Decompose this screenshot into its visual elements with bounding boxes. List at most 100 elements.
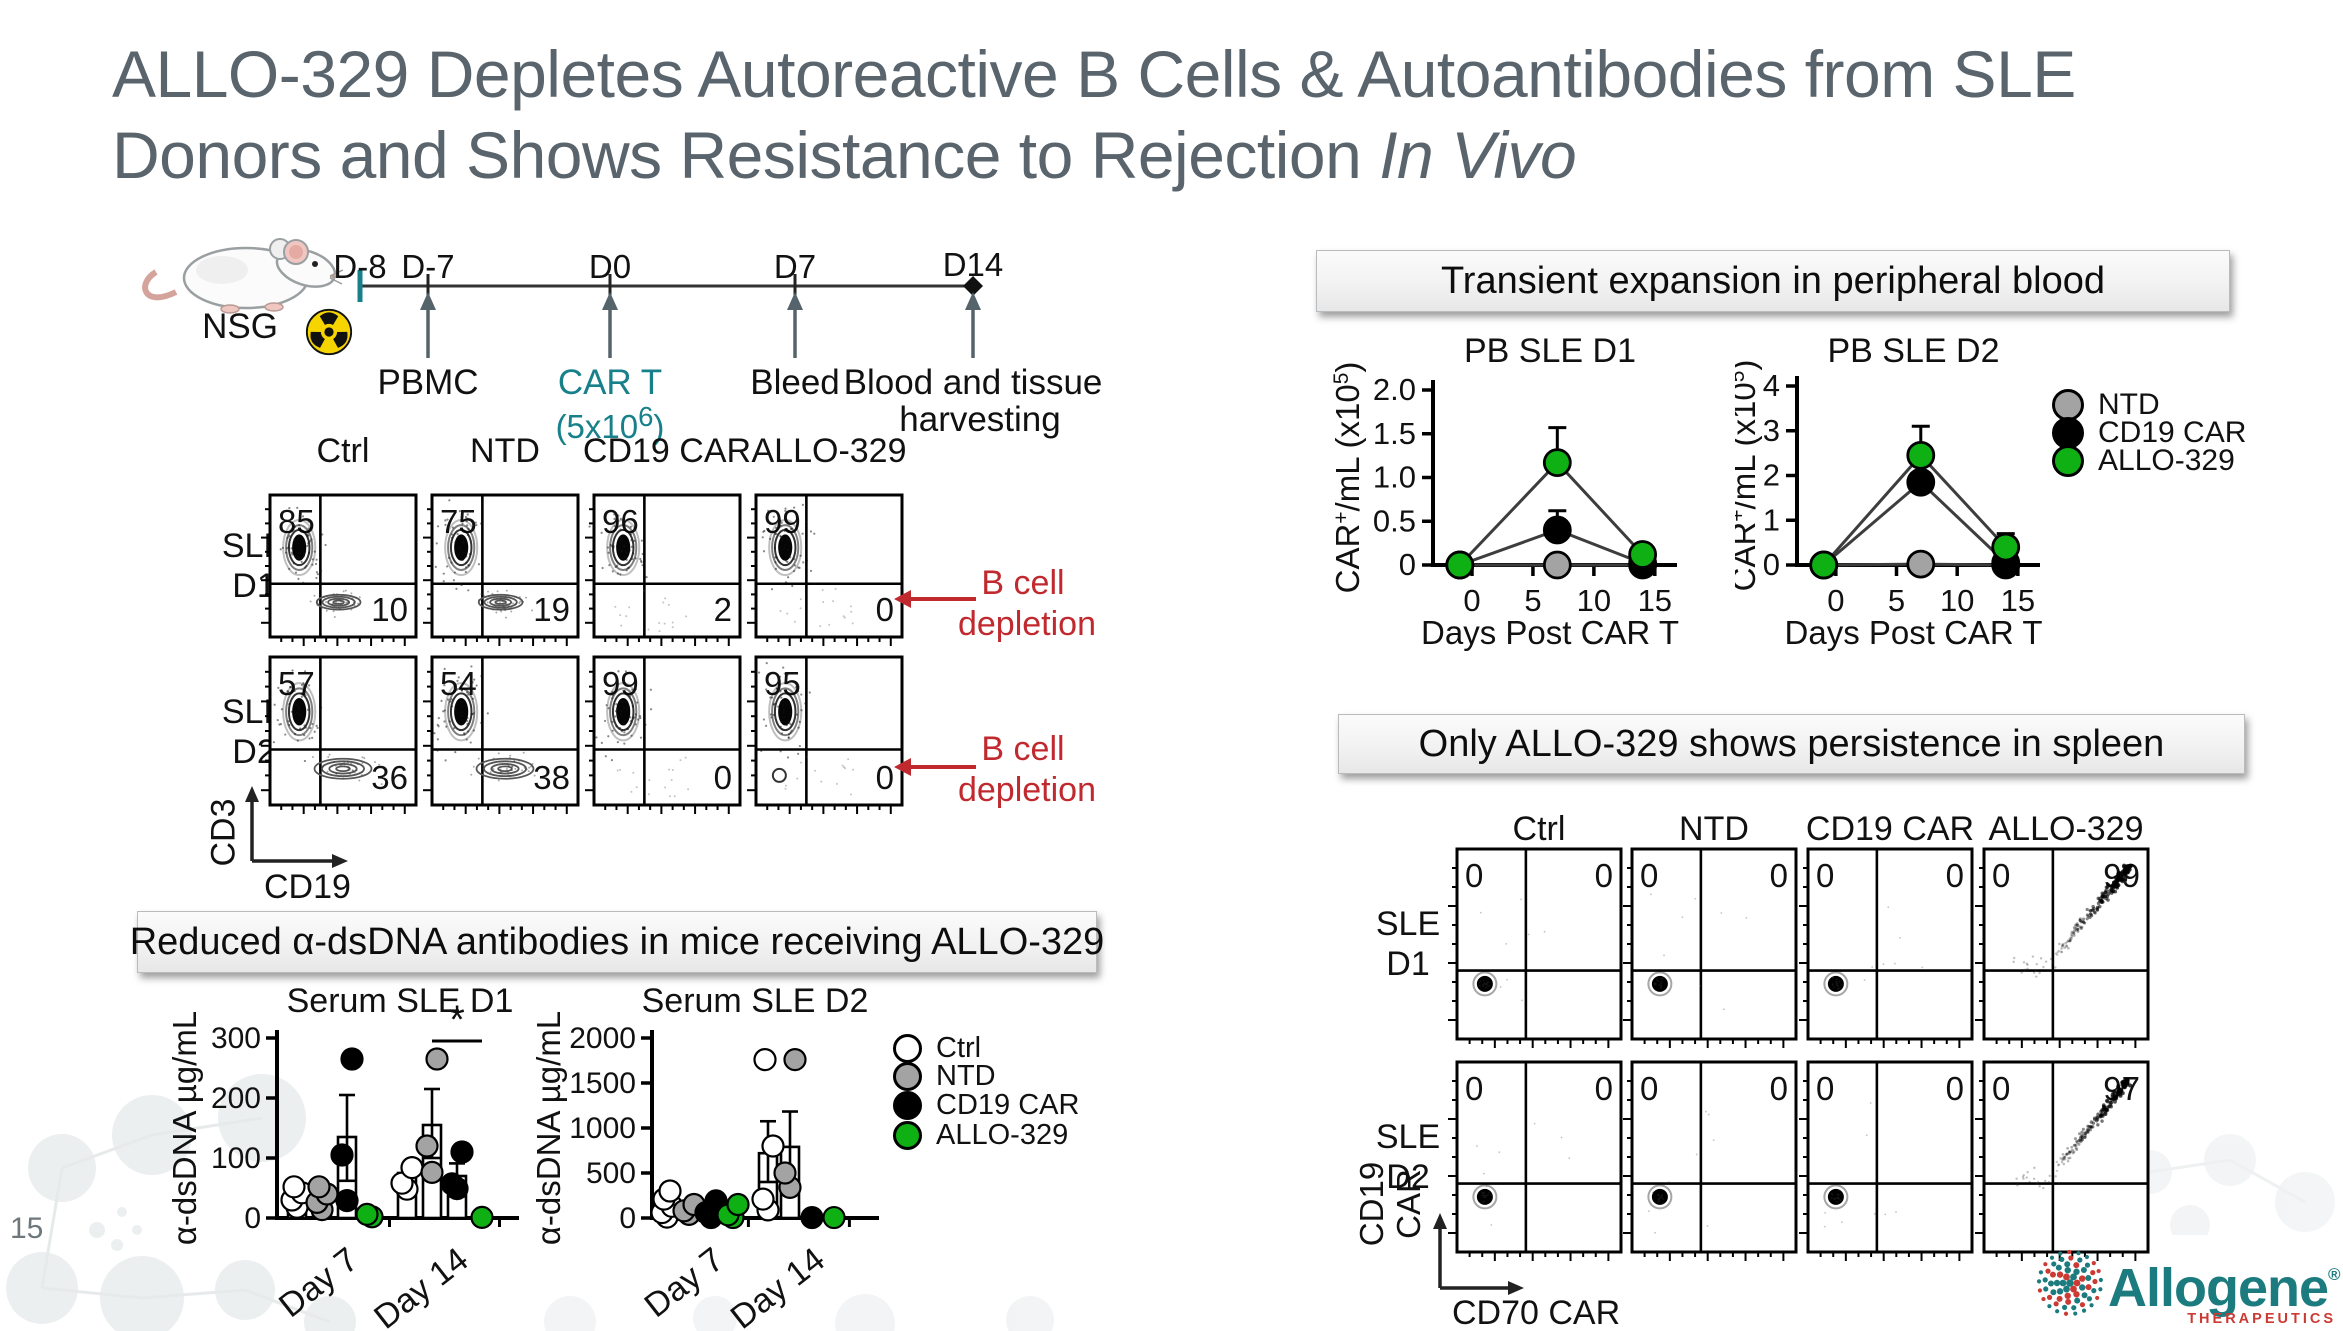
blood-col-ntd: NTD xyxy=(470,432,540,470)
bcell-depletion-arrow-2 xyxy=(894,758,976,776)
spleen-x-axis-label: CD70 CAR xyxy=(1452,1294,1621,1331)
spleen-row1-label-2: D1 xyxy=(1386,945,1430,983)
svg-text:0: 0 xyxy=(1946,857,1964,894)
svg-text:0: 0 xyxy=(876,759,894,796)
serum-section-header: Reduced α-dsDNA antibodies in mice recei… xyxy=(130,911,1104,973)
svg-text:Days Post CAR T: Days Post CAR T xyxy=(1421,614,1679,651)
svg-text:10: 10 xyxy=(1577,583,1611,618)
blood-row2-label-2: D2 xyxy=(232,733,276,771)
timeline-event-harvest-1: Blood and tissue xyxy=(843,363,1103,402)
svg-text:0: 0 xyxy=(1463,583,1480,618)
spleen-row2-label-2: D2 xyxy=(1386,1158,1430,1196)
timeline-event-cart: CAR T xyxy=(557,363,663,402)
svg-text:CAR+/mL (x105): CAR+/mL (x105) xyxy=(1735,360,1762,592)
svg-text:5: 5 xyxy=(1888,583,1905,618)
spleen-axis-arrows xyxy=(1433,1213,1524,1295)
svg-text:Day 7: Day 7 xyxy=(272,1240,365,1325)
timeline-d0: D0 xyxy=(588,248,632,285)
allogene-logo: Allogene® THERAPEUTICS xyxy=(2036,1249,2342,1327)
title-line1: ALLO-329 Depletes Autoreactive B Cells &… xyxy=(112,37,2076,111)
svg-text:0: 0 xyxy=(244,1202,261,1235)
svg-text:36: 36 xyxy=(371,759,408,796)
svg-text:0: 0 xyxy=(1816,1070,1834,1107)
timeline-d7: D7 xyxy=(773,248,817,285)
svg-text:PB SLE D1: PB SLE D1 xyxy=(1464,332,1636,370)
spleen-section-header: Only ALLO-329 shows persistence in splee… xyxy=(1338,714,2245,774)
pb-section-header: Transient expansion in peripheral blood xyxy=(1316,250,2230,312)
molecule-watermark-left xyxy=(6,1074,356,1331)
svg-text:0: 0 xyxy=(1640,1070,1658,1107)
svg-text:2: 2 xyxy=(1763,458,1780,493)
svg-text:2000: 2000 xyxy=(569,1022,636,1055)
svg-text:10: 10 xyxy=(1940,583,1974,618)
svg-text:0: 0 xyxy=(1946,1070,1964,1107)
svg-text:1000: 1000 xyxy=(569,1112,636,1145)
legend-marker-ntd xyxy=(893,1062,922,1091)
svg-text:0: 0 xyxy=(1816,857,1834,894)
svg-text:15: 15 xyxy=(2001,583,2035,618)
blood-x-axis-label: CD19 xyxy=(264,868,351,906)
svg-text:2.0: 2.0 xyxy=(1373,372,1416,407)
timeline-event-cart-dose: (5x106) xyxy=(555,401,665,445)
spleen-row2-label-1: SLE xyxy=(1375,1118,1441,1156)
svg-text:0: 0 xyxy=(1770,1070,1788,1107)
blood-y-axis-label: CD3 xyxy=(204,798,243,867)
bcell-depletion-text-1b: depletion xyxy=(957,605,1097,643)
svg-text:PB SLE D2: PB SLE D2 xyxy=(1828,332,2000,370)
svg-text:0: 0 xyxy=(1763,547,1780,582)
serumLegend-item-cd19-car: CD19 CAR xyxy=(893,1089,1079,1122)
serumLegend-item-ctrl: Ctrl xyxy=(893,1032,981,1065)
svg-text:0: 0 xyxy=(1827,583,1844,618)
logo-brand-text: Allogene® xyxy=(2108,1258,2341,1318)
timeline-event-pbmc: PBMC xyxy=(377,363,479,402)
timeline-event-bleed: Bleed xyxy=(750,363,840,402)
title-line2: Donors and Shows Resistance to Rejection xyxy=(112,117,1380,192)
svg-text:100: 100 xyxy=(211,1142,261,1175)
svg-text:0: 0 xyxy=(1640,857,1658,894)
svg-text:300: 300 xyxy=(211,1022,261,1055)
timeline-event-harvest-2: harvesting xyxy=(899,400,1061,439)
svg-text:19: 19 xyxy=(533,591,570,628)
svg-text:Day 14: Day 14 xyxy=(724,1240,832,1331)
radiation-icon xyxy=(305,308,353,356)
svg-text:0: 0 xyxy=(714,759,732,796)
legend-marker-cd19-car xyxy=(893,1091,922,1120)
blood-col-ctrl: Ctrl xyxy=(316,432,370,470)
spleen-y-axis-label: CD19 CAR xyxy=(1353,1161,1427,1247)
mouse-icon xyxy=(142,238,344,314)
spleen-flow-plot-allo-329-row1: 099 xyxy=(1968,845,2154,1066)
serum-d1-title: Serum SLE D1 xyxy=(286,982,514,1020)
svg-text:0: 0 xyxy=(1595,857,1613,894)
svg-text:Day 7: Day 7 xyxy=(638,1240,731,1325)
svg-text:0: 0 xyxy=(619,1202,636,1235)
svg-text:0: 0 xyxy=(1465,1070,1483,1107)
svg-text:15: 15 xyxy=(1638,583,1672,618)
timeline-axis xyxy=(357,270,983,358)
svg-text:1500: 1500 xyxy=(569,1067,636,1100)
svg-text:1: 1 xyxy=(1763,502,1780,537)
bcell-depletion-text-2b: depletion xyxy=(957,771,1097,809)
timeline-d-7: D-7 xyxy=(401,248,455,285)
spleen-flow-plot-allo-329-row2: 097 xyxy=(1968,1058,2154,1279)
page-title: ALLO-329 Depletes Autoreactive B Cells &… xyxy=(112,34,2076,195)
svg-text:1.0: 1.0 xyxy=(1373,460,1416,495)
svg-text:10: 10 xyxy=(371,591,408,628)
svg-text:0: 0 xyxy=(1399,547,1416,582)
svg-text:0: 0 xyxy=(1992,857,2010,894)
